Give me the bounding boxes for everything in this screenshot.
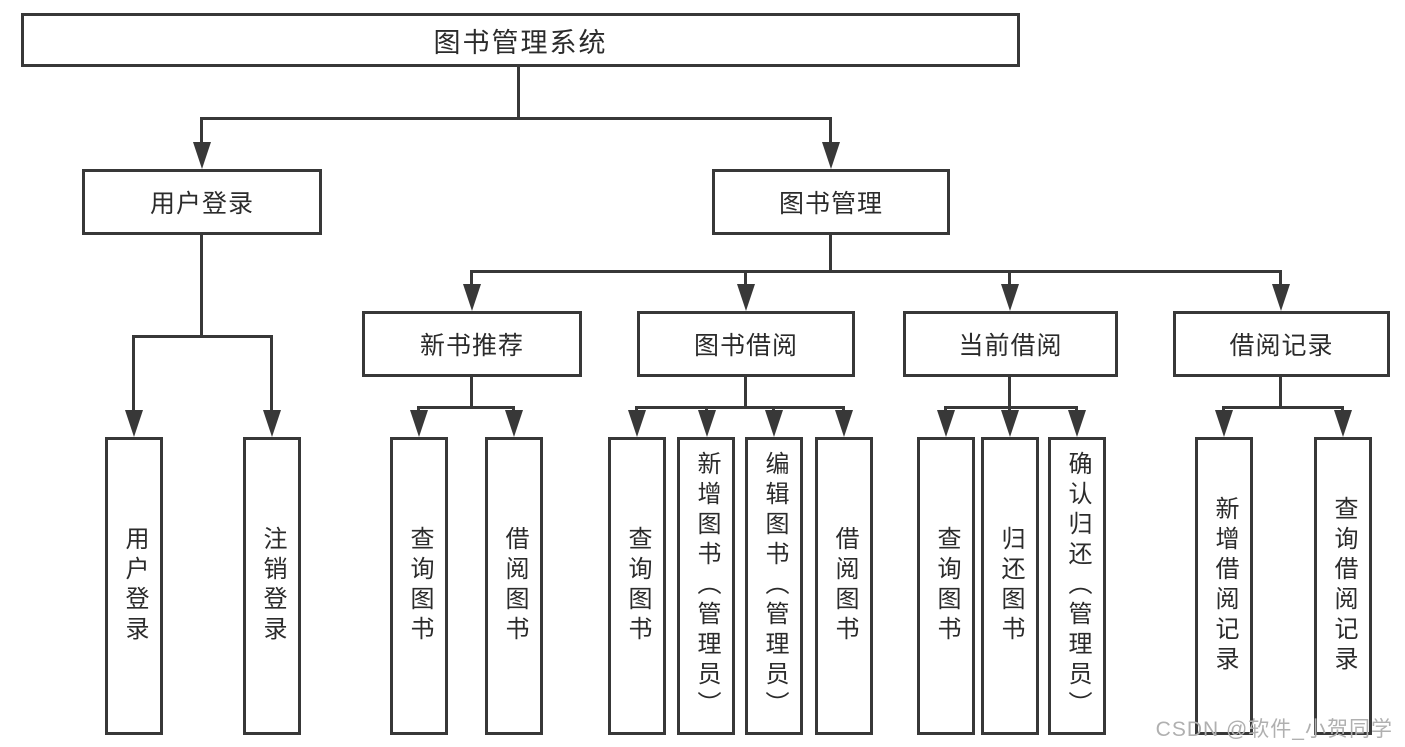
arrowhead-cb-return <box>1001 410 1019 437</box>
node-new-book-recommend-label: 新书推荐 <box>419 332 524 360</box>
arrowhead-bb-query <box>628 410 646 437</box>
connector-root-stem <box>517 67 520 117</box>
connector-drop-cb-query <box>944 406 947 412</box>
node-leaf-logout-label: 注销登录 <box>259 526 286 646</box>
connector-drop-nb-borrow <box>512 406 515 412</box>
node-leaf-borrow-books-borrowing-label: 借阅图书 <box>831 526 858 646</box>
arrowhead-new-books <box>463 284 481 311</box>
node-current-borrowing-label: 当前借阅 <box>958 332 1063 360</box>
node-leaf-add-borrow-record-label: 新增借阅记录 <box>1211 496 1238 676</box>
node-new-book-recommend: 新书推荐 <box>362 311 582 377</box>
connector-cb-bar <box>946 406 1077 409</box>
node-leaf-user-login: 用户登录 <box>105 437 163 735</box>
connector-drop-leaf-logout <box>270 335 273 412</box>
node-root-label: 图书管理系统 <box>433 27 608 58</box>
connector-drop-rec-query <box>1341 406 1344 412</box>
connector-userlogin-stem <box>200 235 203 335</box>
connector-drop-user-login <box>200 117 203 145</box>
node-book-borrowing-label: 图书借阅 <box>693 332 798 360</box>
connector-drop-bb-edit <box>772 406 775 412</box>
node-user-login-label: 用户登录 <box>149 190 254 218</box>
connector-rec-stem <box>1279 377 1282 406</box>
connector-bb-bar <box>637 406 844 409</box>
arrowhead-book-mgmt <box>822 142 840 169</box>
connector-newbooks-stem <box>470 377 473 406</box>
connector-drop-book-mgmt <box>829 117 832 145</box>
connector-drop-bb-borrow <box>842 406 845 412</box>
connector-drop-bb-add <box>705 406 708 412</box>
node-root: 图书管理系统 <box>21 13 1020 67</box>
node-current-borrowing: 当前借阅 <box>903 311 1118 377</box>
connector-drop-rec-add <box>1222 406 1225 412</box>
node-leaf-confirm-return-admin-label: 确认归还（管理员） <box>1064 451 1091 721</box>
connector-drop-current <box>1008 270 1011 286</box>
connector-drop-new-books <box>470 270 473 286</box>
arrowhead-user-login <box>193 142 211 169</box>
node-leaf-borrow-books-recommend: 借阅图书 <box>485 437 543 735</box>
arrowhead-records <box>1272 284 1290 311</box>
arrowhead-leaf-login <box>125 410 143 437</box>
node-leaf-logout: 注销登录 <box>243 437 301 735</box>
connector-drop-records <box>1279 270 1282 286</box>
node-leaf-confirm-return-admin: 确认归还（管理员） <box>1048 437 1106 735</box>
arrowhead-bb-edit <box>765 410 783 437</box>
node-book-management: 图书管理 <box>712 169 950 235</box>
connector-bookmgmt-bar <box>472 270 1281 273</box>
arrowhead-cb-query <box>937 410 955 437</box>
arrowhead-nb-borrow <box>505 410 523 437</box>
node-leaf-query-borrow-record: 查询借阅记录 <box>1314 437 1372 735</box>
connector-cb-stem <box>1008 375 1011 406</box>
arrowhead-rec-add <box>1215 410 1233 437</box>
connector-drop-cb-return <box>1008 406 1011 412</box>
node-leaf-add-book-admin: 新增图书（管理员） <box>677 437 735 735</box>
node-leaf-return-book-label: 归还图书 <box>997 526 1024 646</box>
arrowhead-cb-confirm <box>1068 410 1086 437</box>
connector-drop-cb-confirm <box>1075 406 1078 412</box>
node-leaf-edit-book-admin: 编辑图书（管理员） <box>745 437 803 735</box>
connector-drop-leaf-login <box>132 335 135 412</box>
node-leaf-query-books-recommend: 查询图书 <box>390 437 448 735</box>
node-leaf-query-books-current: 查询图书 <box>917 437 975 735</box>
connector-root-bar <box>202 117 831 120</box>
node-leaf-return-book: 归还图书 <box>981 437 1039 735</box>
arrowhead-nb-query <box>410 410 428 437</box>
arrowhead-bb-add <box>698 410 716 437</box>
node-user-login: 用户登录 <box>82 169 322 235</box>
node-book-management-label: 图书管理 <box>778 190 883 218</box>
node-leaf-query-books-current-label: 查询图书 <box>933 526 960 646</box>
connector-bookmgmt-stem <box>829 235 832 270</box>
node-leaf-query-books-borrowing: 查询图书 <box>608 437 666 735</box>
connector-drop-borrowing <box>744 270 747 286</box>
node-leaf-add-book-admin-label: 新增图书（管理员） <box>693 451 720 721</box>
node-borrow-records-label: 借阅记录 <box>1229 332 1334 360</box>
node-leaf-borrow-books-recommend-label: 借阅图书 <box>501 526 528 646</box>
arrowhead-rec-query <box>1334 410 1352 437</box>
arrowhead-bb-borrow <box>835 410 853 437</box>
node-leaf-add-borrow-record: 新增借阅记录 <box>1195 437 1253 735</box>
node-leaf-query-books-borrowing-label: 查询图书 <box>624 526 651 646</box>
csdn-watermark: CSDN @软件_小贺同学 <box>1155 718 1393 741</box>
connector-rec-bar <box>1224 406 1343 409</box>
node-leaf-edit-book-admin-label: 编辑图书（管理员） <box>761 451 788 721</box>
arrowhead-leaf-logout <box>263 410 281 437</box>
node-leaf-query-books-recommend-label: 查询图书 <box>406 526 433 646</box>
connector-drop-bb-query <box>635 406 638 412</box>
node-borrow-records: 借阅记录 <box>1173 311 1390 377</box>
node-leaf-user-login-label: 用户登录 <box>121 526 148 646</box>
connector-bb-stem <box>744 377 747 406</box>
connector-drop-nb-query <box>417 406 420 412</box>
node-leaf-query-borrow-record-label: 查询借阅记录 <box>1330 496 1357 676</box>
arrowhead-borrowing <box>737 284 755 311</box>
node-leaf-borrow-books-borrowing: 借阅图书 <box>815 437 873 735</box>
node-book-borrowing: 图书借阅 <box>637 311 855 377</box>
arrowhead-current <box>1001 284 1019 311</box>
connector-userlogin-bar <box>134 335 272 338</box>
connector-newbooks-bar <box>419 406 514 409</box>
